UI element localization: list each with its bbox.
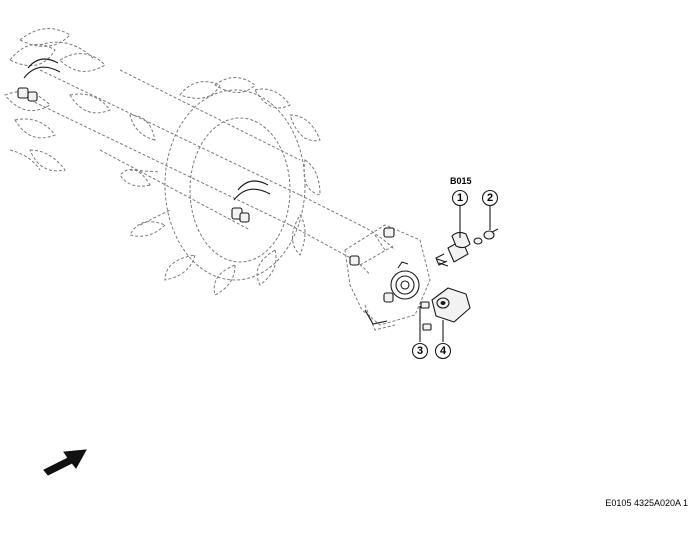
callout-4-number: 4 <box>440 345 447 357</box>
forward-direction-arrow-icon <box>43 449 87 476</box>
ghost-rotor-left <box>4 28 111 172</box>
callout-1: 1 <box>451 189 469 207</box>
ghost-rotor-center <box>119 77 321 296</box>
part-reference-label: B015 <box>450 176 472 186</box>
screw-part-2 <box>473 228 499 245</box>
ghost-rotor-assembly <box>4 28 431 331</box>
tube-clamp-left <box>17 58 61 102</box>
ghost-main-tube <box>29 69 396 276</box>
callout-3-number: 3 <box>417 345 423 357</box>
callout-2-number: 2 <box>487 192 493 204</box>
hex-nut-part-4 <box>431 287 471 323</box>
gearbox-solid-details <box>349 227 420 325</box>
callout-3: 3 <box>411 342 429 360</box>
callout-4: 4 <box>434 342 452 360</box>
leader-lines <box>419 206 491 342</box>
sensor-b015 <box>435 231 471 267</box>
callout-1-number: 1 <box>457 192 463 204</box>
figure-code: E0105 4325A020A 1 <box>605 498 688 508</box>
tube-clamp-center <box>231 180 271 223</box>
screw-part-3 <box>420 301 432 331</box>
ghost-gearbox-housing <box>344 224 431 331</box>
callout-2: 2 <box>481 189 499 207</box>
